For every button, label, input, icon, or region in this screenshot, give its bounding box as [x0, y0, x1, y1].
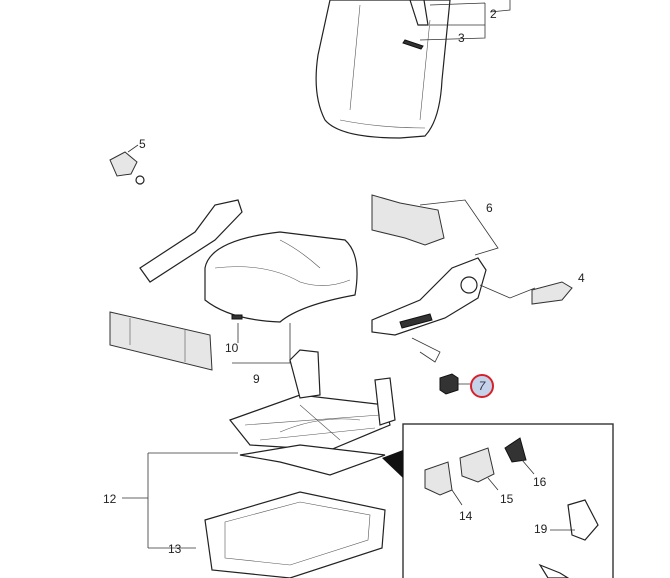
callout-6: 6 [486, 201, 493, 215]
callout-3: 3 [458, 31, 465, 45]
seat-backrest [315, 0, 451, 139]
side-shield [371, 257, 487, 336]
callout-13: 13 [168, 542, 182, 556]
inset-parts [424, 437, 599, 578]
seat-pan [204, 491, 386, 578]
callout-10: 10 [225, 341, 239, 355]
part-5-buckle [109, 151, 145, 185]
lower-trim [109, 311, 213, 371]
part-6-panel [371, 194, 445, 246]
seat-frame [229, 349, 396, 476]
seat-cushion [204, 231, 358, 323]
callout-7-highlighted[interactable]: 7 [470, 374, 494, 398]
inset-pointer [382, 450, 403, 478]
callout-4: 4 [578, 271, 585, 285]
callout-9: 9 [253, 372, 260, 386]
callout-5: 5 [139, 137, 146, 151]
callout-14: 14 [459, 509, 473, 523]
callout-2: 2 [490, 7, 497, 21]
callout-15: 15 [500, 492, 514, 506]
callout-19: 19 [534, 522, 548, 536]
callout-16: 16 [533, 475, 547, 489]
part-4-cover [531, 281, 573, 305]
left-side-trim [139, 199, 243, 283]
part-7-clip [439, 373, 459, 395]
callout-12: 12 [103, 492, 117, 506]
